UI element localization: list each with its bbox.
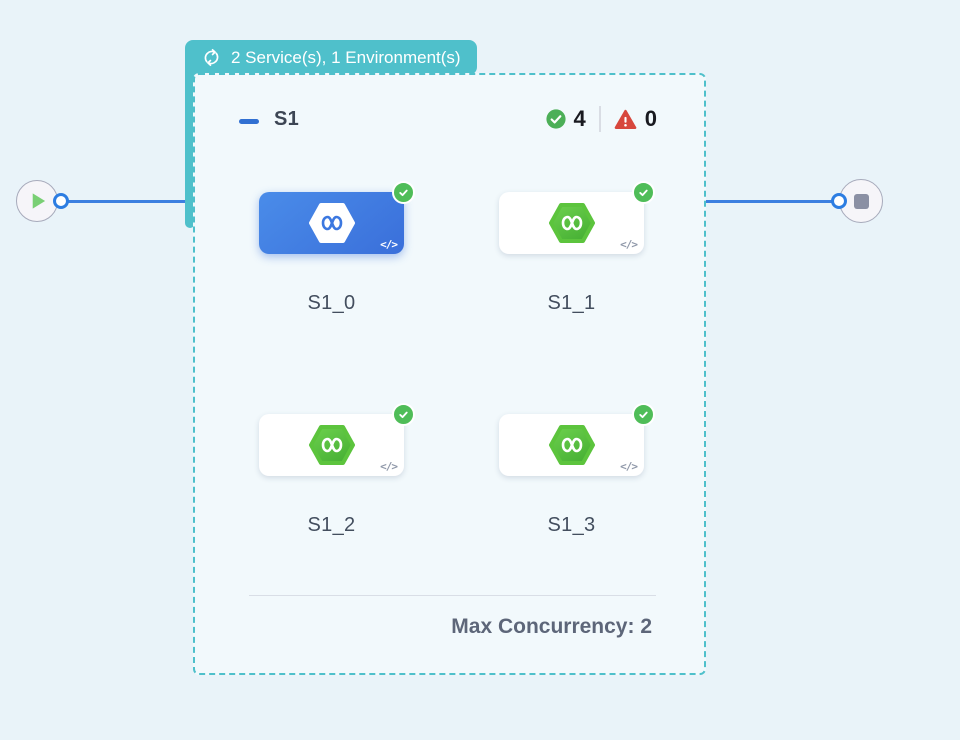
edge-connector-left — [53, 193, 69, 209]
stage-group-container: S1 4 0 — [193, 73, 706, 675]
harness-service-icon — [548, 425, 595, 465]
success-icon — [545, 109, 566, 129]
status-group: 4 0 — [545, 106, 657, 132]
service-card-s1-1[interactable]: </> — [499, 181, 655, 254]
harness-service-icon — [548, 203, 595, 243]
edge-line-left — [61, 200, 187, 203]
service-cell-s1-2: </> S1_2 — [259, 403, 415, 537]
service-card-s1-2[interactable]: </> — [259, 403, 415, 476]
badge-strip — [185, 60, 195, 228]
service-cell-s1-3: </> S1_3 — [499, 403, 655, 537]
code-icon: </> — [620, 460, 638, 473]
services-environments-badge[interactable]: 2 Service(s), 1 Environment(s) — [185, 40, 477, 75]
footer-divider — [249, 595, 656, 596]
success-count: 4 — [573, 106, 586, 131]
service-card-label: S1_3 — [547, 514, 596, 536]
card-success-badge-icon — [632, 403, 655, 426]
harness-service-icon — [308, 425, 355, 465]
failed-count: 0 — [644, 106, 657, 131]
start-node[interactable] — [16, 180, 58, 222]
service-card-label: S1_1 — [547, 292, 596, 314]
service-card-s1-3[interactable]: </> — [499, 403, 655, 476]
service-card-label: S1_2 — [307, 514, 356, 536]
badge-label: 2 Service(s), 1 Environment(s) — [231, 47, 461, 67]
error-icon — [614, 109, 637, 129]
card-success-badge-icon — [632, 181, 655, 204]
collapse-button[interactable] — [239, 119, 259, 124]
service-card-s1-0[interactable]: </> — [259, 181, 415, 254]
card-success-badge-icon — [392, 403, 415, 426]
play-icon — [32, 193, 46, 209]
harness-service-icon — [308, 203, 355, 243]
edge-line-right — [705, 200, 840, 203]
loop-icon — [204, 48, 219, 67]
service-cell-s1-1: </> S1_1 — [499, 181, 655, 315]
end-node[interactable] — [839, 179, 883, 223]
stage-title: S1 — [274, 108, 300, 130]
max-concurrency-label: Max Concurrency: 2 — [451, 615, 652, 638]
card-success-badge-icon — [392, 181, 415, 204]
service-card-label: S1_0 — [307, 292, 356, 314]
status-divider — [598, 106, 601, 132]
stop-icon — [853, 193, 869, 209]
edge-connector-right — [831, 193, 847, 209]
code-icon: </> — [620, 238, 638, 251]
service-cell-s1-0: </> S1_0 — [259, 181, 415, 315]
code-icon: </> — [380, 460, 398, 473]
code-icon: </> — [380, 238, 398, 251]
